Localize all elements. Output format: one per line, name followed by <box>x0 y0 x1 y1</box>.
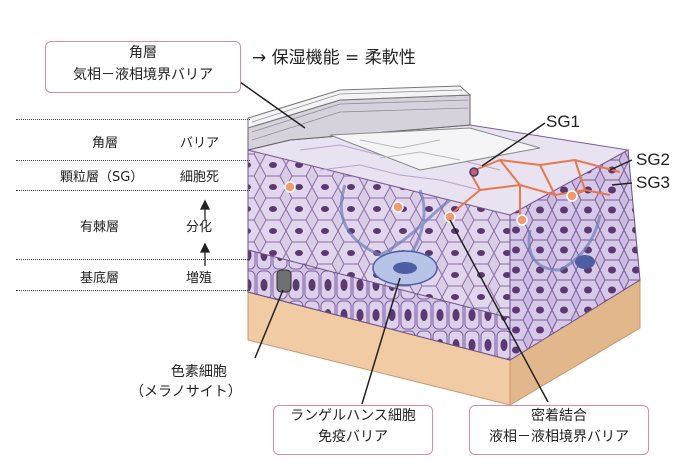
stratum-corneum-box: 角層 気相－液相境界バリア <box>45 41 241 93</box>
melanocyte-cell <box>276 269 292 293</box>
tight-junction-network <box>449 158 621 218</box>
divider-line <box>16 259 250 260</box>
layer-function-spinous: 分化 <box>186 220 213 235</box>
layer-function-corneum: バリア <box>180 136 220 151</box>
layer-function-basal: 増殖 <box>186 271 213 286</box>
divider-line <box>16 190 250 191</box>
tight-junction-points <box>284 167 578 226</box>
sg3-label: SG3 <box>636 173 671 192</box>
sg1-label: SG1 <box>546 112 581 131</box>
tight-junction-subtitle: 液相－液相境界バリア <box>489 429 629 445</box>
layer-name-spinous: 有棘層 <box>80 220 120 235</box>
divider-line <box>16 290 250 291</box>
melanocyte-label: 色素細胞 （メラノサイト） <box>130 362 242 402</box>
melanocyte-label-line1: 色素細胞 <box>170 364 227 380</box>
melanocyte-label-line2: （メラノサイト） <box>130 384 242 400</box>
langerhans-title: ランゲルハンス細胞 <box>290 408 416 424</box>
stratum-corneum-title: 角層 <box>129 45 157 61</box>
tight-junction-box: 密着結合 液相－液相境界バリア <box>469 405 649 455</box>
layer-name-granular: 顆粒層（SG） <box>60 170 144 185</box>
leader-lines <box>239 81 633 405</box>
langerhans-subtitle: 免疫バリア <box>318 429 388 445</box>
layer-name-corneum: 角層 <box>92 136 119 151</box>
table-arrows <box>199 199 211 266</box>
stratum-corneum-subtitle: 気相－液相境界バリア <box>73 67 213 83</box>
langerhans-box: ランゲルハンス細胞 免疫バリア <box>273 405 433 455</box>
langerhans-cell <box>339 184 602 286</box>
layer-name-basal: 基底層 <box>80 271 120 286</box>
divider-line <box>16 160 250 161</box>
divider-line <box>16 119 250 120</box>
sg2-label: SG2 <box>636 150 671 169</box>
moisture-function-caption: → 保湿機能 = 柔軟性 <box>252 48 416 68</box>
tight-junction-title: 密着結合 <box>531 408 587 424</box>
stratum-corneum <box>247 85 541 171</box>
layer-function-granular: 細胞死 <box>180 170 220 185</box>
